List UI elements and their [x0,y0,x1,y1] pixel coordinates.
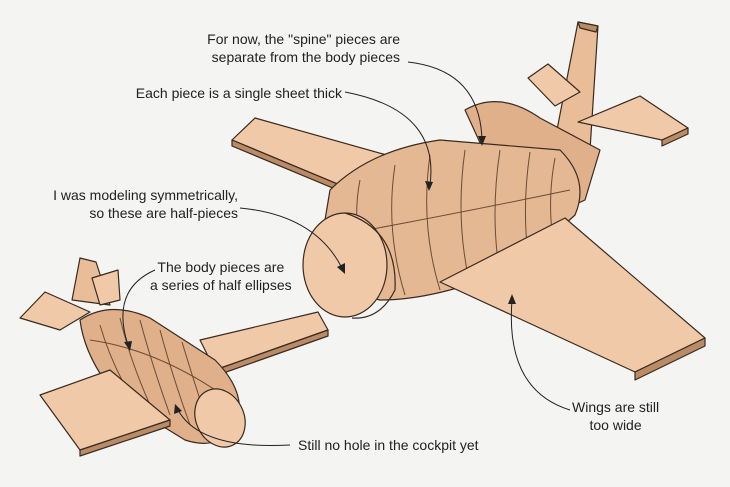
leader-symmetric [239,207,343,269]
leader-arrowheads [124,136,516,414]
leader-wings [510,299,571,411]
arrowhead-symmetric [337,263,345,274]
arrowhead-sheet [425,181,433,191]
annotation-body-pieces: The body pieces are a series of half ell… [150,258,292,294]
annotation-spine-line-1: For now, the "spine" pieces are [207,31,400,47]
annotation-wings-line-1: Wings are still [572,399,660,415]
large-tail-stabilizer-left [527,63,581,107]
small-nose [194,388,246,448]
annotation-body-line-1: The body pieces are [157,259,285,275]
annotation-body-line-2: a series of half ellipses [150,277,292,293]
annotation-symmetric-line-2: so these are half-pieces [89,205,238,221]
annotation-sheet-line-1: Each piece is a single sheet thick [135,85,342,101]
small-tail-stabilizer [19,291,91,331]
annotation-wings: Wings are still too wide [572,398,659,434]
annotation-spine: For now, the "spine" pieces are separate… [207,30,400,66]
large-tail-stabilizer-right [577,95,689,141]
leader-body [122,269,156,346]
large-airplane [231,21,706,381]
leader-cockpit [177,409,291,447]
arrowhead-spine [478,136,486,146]
arrowhead-body [124,341,132,351]
leader-sheet [344,91,432,186]
leader-lines [122,61,571,447]
annotation-symmetric-line-1: I was modeling symmetrically, [53,187,238,203]
annotation-wings-line-2: too wide [589,417,642,433]
annotation-cockpit: Still no hole in the cockpit yet [298,436,479,454]
annotation-spine-line-2: separate from the body pieces [211,49,400,65]
small-airplane [19,257,329,457]
annotation-symmetric: I was modeling symmetrically, so these a… [53,186,238,222]
arrowhead-cockpit [174,404,182,414]
arrowhead-wings [508,294,516,304]
annotation-sheet-thick: Each piece is a single sheet thick [136,84,342,102]
leader-spine [407,61,483,141]
annotation-cockpit-line-1: Still no hole in the cockpit yet [298,437,479,453]
